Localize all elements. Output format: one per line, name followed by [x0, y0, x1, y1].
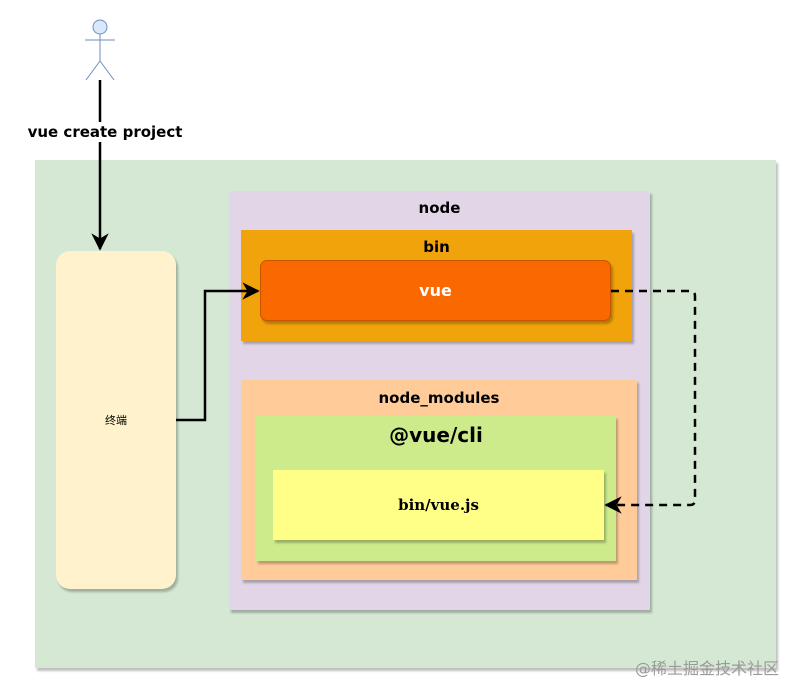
command-label: vue create project [20, 122, 190, 142]
terminal-label: 终端 [105, 414, 127, 427]
vue-to-vuejs-dashed-arrow [604, 289, 697, 514]
terminal-box[interactable]: 终端 [56, 251, 176, 589]
actor-icon [85, 19, 115, 81]
vue-box[interactable]: vue [260, 260, 611, 321]
vue-cli-label: @vue/cli [389, 423, 483, 447]
node-label: node [418, 199, 461, 217]
vue-label: vue [419, 281, 452, 300]
bin-label: bin [423, 238, 450, 256]
vue-js-label: bin/vue.js [398, 496, 479, 514]
terminal-to-vue-arrow [176, 282, 260, 422]
watermark: @稀土掘金技术社区 [634, 659, 779, 678]
node-modules-label: node_modules [378, 389, 500, 407]
vue-js-box[interactable]: bin/vue.js [273, 470, 604, 540]
